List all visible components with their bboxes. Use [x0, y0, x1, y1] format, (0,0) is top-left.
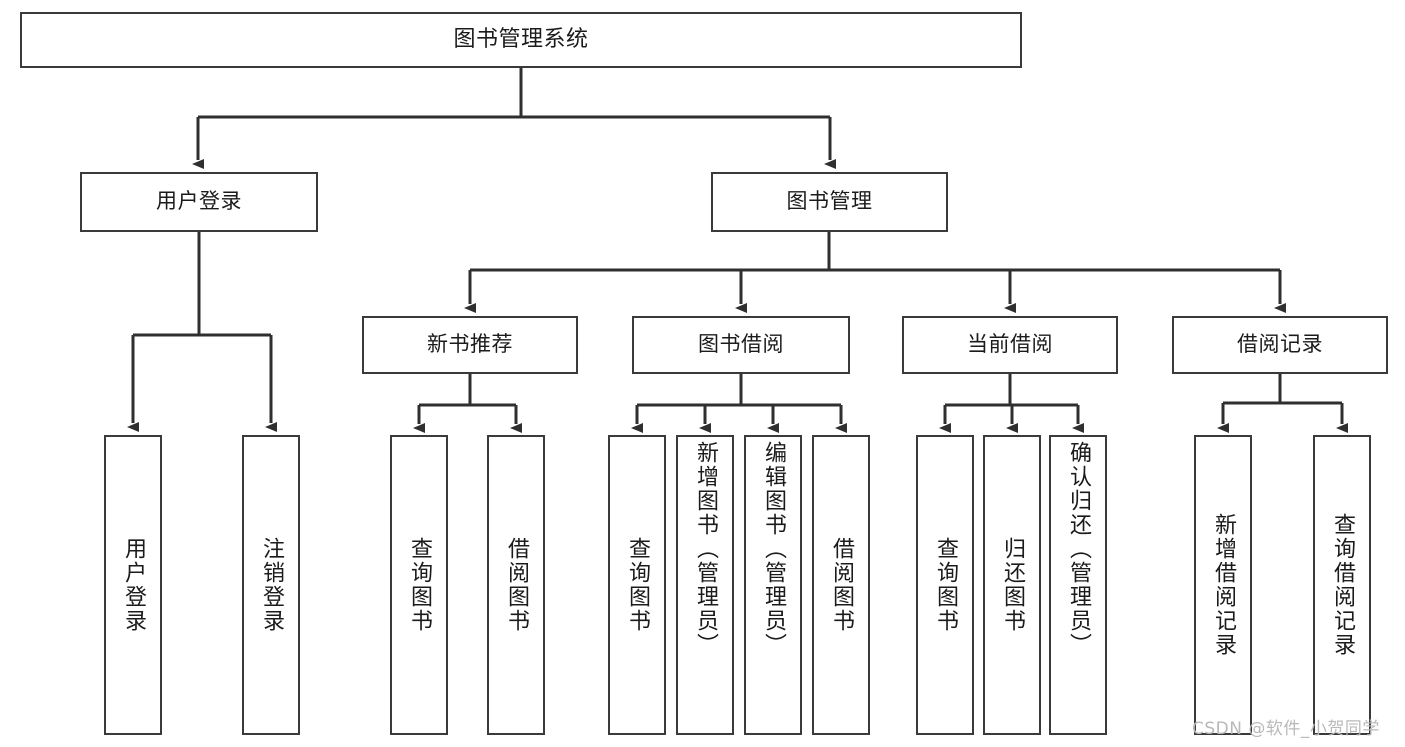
leaf-add-record-label: 新增借阅记录	[1210, 513, 1236, 657]
leaf-user-login[interactable]: 用户登录	[104, 435, 162, 735]
leaf-logout-label: 注销登录	[258, 537, 284, 633]
leaf-query-record[interactable]: 查询借阅记录	[1313, 435, 1371, 735]
leaf-query-book-label: 查询图书	[624, 537, 650, 633]
node-book-borrow-label: 图书借阅	[698, 332, 784, 357]
leaf-logout[interactable]: 注销登录	[242, 435, 300, 735]
node-new-book-recommend[interactable]: 新书推荐	[362, 316, 578, 374]
node-user-login-label: 用户登录	[156, 189, 242, 214]
leaf-query-record-label: 查询借阅记录	[1329, 513, 1355, 657]
node-borrow-record-label: 借阅记录	[1237, 332, 1323, 357]
node-book-manage[interactable]: 图书管理	[711, 172, 948, 232]
leaf-add-record[interactable]: 新增借阅记录	[1194, 435, 1252, 735]
node-current-borrow-label: 当前借阅	[967, 332, 1053, 357]
leaf-query-book-cur[interactable]: 查询图书	[916, 435, 974, 735]
node-book-borrow[interactable]: 图书借阅	[632, 316, 850, 374]
leaf-add-book[interactable]: 新增图书（管理员）	[676, 435, 734, 735]
leaf-confirm-return-label: 确认归还（管理员）	[1065, 441, 1091, 657]
node-user-login[interactable]: 用户登录	[80, 172, 318, 232]
leaf-borrow-book[interactable]: 借阅图书	[812, 435, 870, 735]
leaf-borrow-book-rec-label: 借阅图书	[503, 537, 529, 633]
leaf-user-login-label: 用户登录	[120, 537, 146, 633]
leaf-borrow-book-label: 借阅图书	[828, 537, 854, 633]
node-current-borrow[interactable]: 当前借阅	[902, 316, 1118, 374]
leaf-query-book-rec-label: 查询图书	[406, 537, 432, 633]
leaf-query-book[interactable]: 查询图书	[608, 435, 666, 735]
leaf-edit-book-label: 编辑图书（管理员）	[760, 441, 786, 657]
csdn-watermark: CSDN @软件_小贺同学	[1192, 719, 1380, 739]
leaf-query-book-cur-label: 查询图书	[932, 537, 958, 633]
node-new-book-recommend-label: 新书推荐	[427, 332, 513, 357]
leaf-query-book-rec[interactable]: 查询图书	[390, 435, 448, 735]
leaf-return-book[interactable]: 归还图书	[983, 435, 1041, 735]
node-borrow-record[interactable]: 借阅记录	[1172, 316, 1388, 374]
leaf-confirm-return[interactable]: 确认归还（管理员）	[1049, 435, 1107, 735]
leaf-borrow-book-rec[interactable]: 借阅图书	[487, 435, 545, 735]
leaf-edit-book[interactable]: 编辑图书（管理员）	[744, 435, 802, 735]
leaf-add-book-label: 新增图书（管理员）	[692, 441, 718, 657]
node-root-label: 图书管理系统	[453, 26, 589, 52]
leaf-return-book-label: 归还图书	[999, 537, 1025, 633]
node-root[interactable]: 图书管理系统	[20, 12, 1022, 68]
node-book-manage-label: 图书管理	[786, 189, 873, 214]
